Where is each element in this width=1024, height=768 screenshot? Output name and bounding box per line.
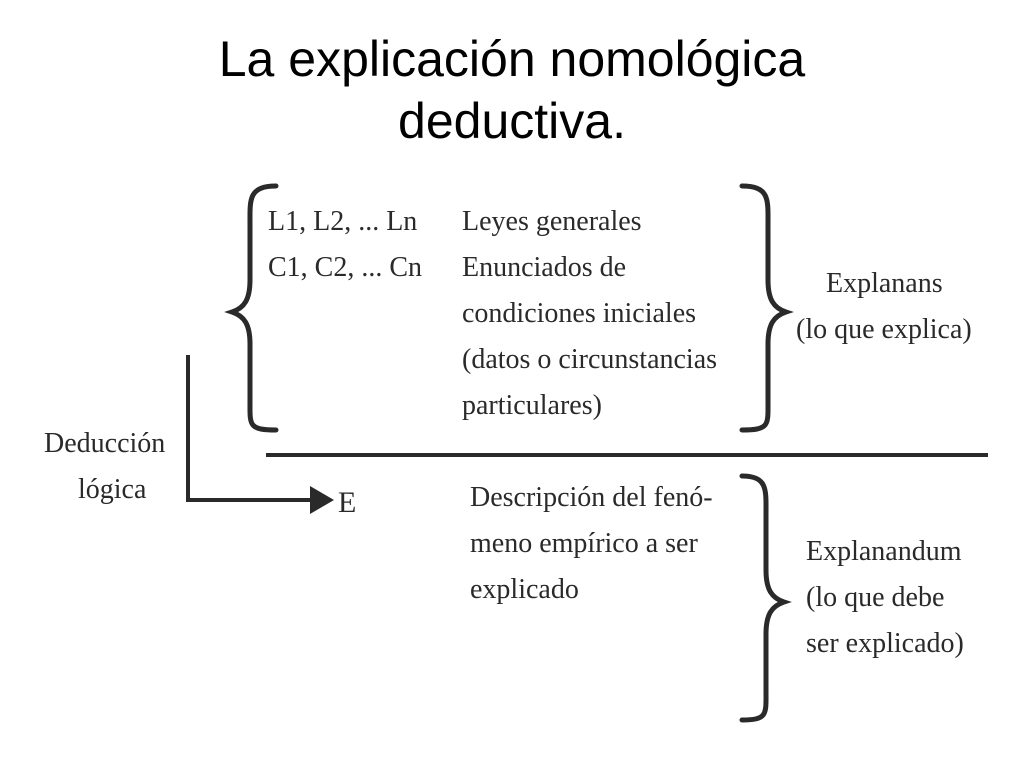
- deduction-arrowhead-icon: [310, 486, 334, 514]
- conditions-line-2: condiciones iniciales: [462, 298, 696, 329]
- description-line-2: meno empírico a ser: [470, 528, 698, 559]
- laws-label: Leyes generales: [462, 206, 642, 237]
- laws-symbols: L1, L2, ... Ln: [268, 206, 417, 237]
- deduction-label-line-2: lógica: [78, 474, 147, 505]
- explanandum-sublabel-line-2: ser explicado): [806, 628, 964, 659]
- deduction-label-line-1: Deducción: [44, 428, 165, 459]
- slide-title-line-2: deductiva.: [398, 93, 626, 149]
- explanans-label: Explanans: [826, 268, 943, 299]
- conditions-line-4: particulares): [462, 390, 602, 421]
- explanans-sublabel: (lo que explica): [796, 314, 972, 345]
- slide-title-line-1: La explicación nomológica: [218, 31, 806, 87]
- explanandum-sublabel-line-1: (lo que debe: [806, 582, 944, 613]
- description-line-1: Descripción del fenó-: [470, 482, 713, 513]
- slide-title: La explicación nomológica deductiva.: [0, 28, 1024, 152]
- description-line-3: explicado: [470, 574, 579, 605]
- conditions-symbols: C1, C2, ... Cn: [268, 252, 422, 283]
- explanans-right-brace: [739, 183, 794, 433]
- conditions-line-1: Enunciados de: [462, 252, 626, 283]
- premises-left-brace: [224, 183, 279, 433]
- conclusion-symbol: E: [338, 486, 356, 519]
- conditions-line-3: (datos o circunstancias: [462, 344, 717, 375]
- explanandum-label: Explanandum: [806, 536, 962, 567]
- explanandum-right-brace: [739, 473, 792, 723]
- deduction-arrow-line: [186, 355, 316, 502]
